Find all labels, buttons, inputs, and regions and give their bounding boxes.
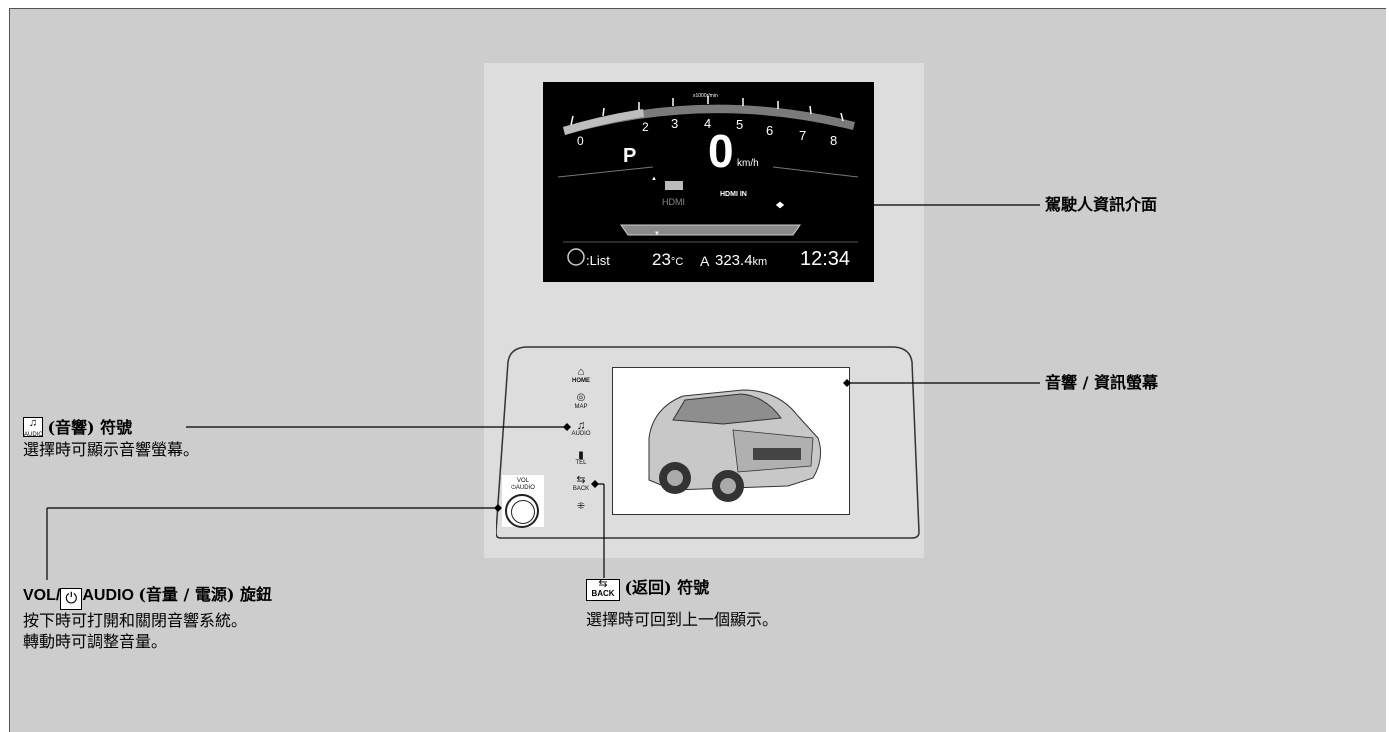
console-outline — [496, 346, 920, 539]
distance-unit: km — [752, 256, 768, 268]
back-symbol-desc: 選擇時可回到上一個顯示。 — [586, 610, 779, 629]
temp-unit: °C — [670, 256, 684, 268]
music-note-icon[interactable]: ♫ — [576, 418, 586, 432]
rpm-tick-8: 8 — [830, 133, 838, 148]
power-icon: ⏻ — [60, 588, 83, 610]
audio-icon-text: AUDIO — [24, 432, 44, 438]
phone-icon[interactable]: ▮ — [578, 450, 584, 461]
distance-value: 323.4 — [715, 252, 753, 269]
audio-symbol-title: ♫ AUDIO (音響) 符號 — [23, 417, 132, 439]
driver-info-display: x1000r/min 0 2 3 4 5 6 7 8 P 0 km/h ▲ HD… — [543, 82, 874, 282]
home-icon[interactable]: ⌂ — [577, 366, 585, 378]
knob-title-audio: AUDIO — [82, 587, 134, 604]
trip-distance: 323.4km — [715, 252, 767, 269]
rpm-tick-3: 3 — [671, 116, 679, 131]
back-symbol-icon: ⇆BACK — [586, 579, 620, 601]
map-label: MAP — [574, 404, 588, 410]
knob-title: VOL/⏻AUDIO (音量 / 電源) 旋鈕 — [23, 585, 272, 610]
rpm-tick-6: 6 — [766, 123, 774, 138]
audio-symbol-icon: ♫ AUDIO — [23, 417, 44, 438]
clock: 12:34 — [800, 248, 851, 270]
back-title-text: (返回) 符號 — [624, 578, 710, 597]
audio-symbol-desc: 選擇時可顯示音響螢幕。 — [23, 440, 200, 459]
knob-title-rest: (音量 / 電源) 旋鈕 — [138, 585, 273, 604]
knob-desc-2: 轉動時可調整音量。 — [23, 632, 168, 651]
outside-temp: 23°C — [652, 250, 683, 270]
vol-audio-knob[interactable] — [505, 494, 539, 528]
rpm-tick-0: 0 — [577, 134, 584, 148]
driver-info-label: 駕駛人資訊介面 — [1045, 195, 1158, 214]
rpm-tick-4: 4 — [704, 116, 712, 131]
list-label: :List — [586, 253, 610, 268]
car-image — [648, 389, 822, 502]
voice-icon[interactable]: ⁜ — [576, 501, 586, 512]
audio-label: AUDIO — [571, 431, 591, 437]
tachometer-arc — [557, 96, 859, 266]
rpm-tick-2: 2 — [642, 120, 649, 134]
back-icon-text: BACK — [591, 589, 615, 598]
temp-value: 23 — [652, 250, 671, 269]
speed-unit: km/h — [737, 158, 759, 169]
back-arrow-icon[interactable]: ⇆ — [576, 474, 586, 486]
knob-title-vol: VOL/ — [23, 587, 61, 604]
hdmi-in-label: HDMI IN — [720, 191, 747, 198]
rpm-unit: x1000r/min — [693, 93, 718, 99]
audio-info-screen-label: 音響 / 資訊螢幕 — [1045, 373, 1158, 392]
back-label: BACK — [572, 486, 590, 492]
knob-vol-label: VOL — [516, 478, 529, 484]
back-symbol-title: ⇆BACK (返回) 符號 — [586, 578, 709, 601]
trip-label: A — [700, 253, 710, 269]
home-label: HOME — [572, 378, 590, 384]
speed-value: 0 — [708, 125, 734, 177]
hdmi-icon-label: HDMI — [662, 197, 685, 207]
power-icon: ⏻ — [511, 485, 516, 491]
triangle-down-icon: ▼ — [654, 231, 660, 237]
knob-desc-1: 按下時可打開和關閉音響系統。 — [23, 611, 248, 630]
knob-audio-label: ⏻AUDIO — [508, 485, 538, 492]
tel-label: TEL — [575, 460, 587, 466]
triangle-icon: ▲ — [651, 176, 657, 182]
rpm-tick-5: 5 — [736, 117, 744, 132]
map-icon[interactable]: ◎ — [576, 392, 586, 403]
back-arrow-icon: ⇆ — [598, 578, 608, 590]
knob-inner-ring — [511, 500, 535, 524]
audio-symbol-title-text: (音響) 符號 — [47, 418, 133, 437]
rpm-tick-7: 7 — [799, 128, 807, 143]
knob-audio-text: AUDIO — [515, 485, 535, 491]
audio-info-screen[interactable] — [612, 367, 850, 515]
gear-indicator: P — [623, 145, 637, 167]
music-note-icon: ♫ — [28, 417, 38, 429]
